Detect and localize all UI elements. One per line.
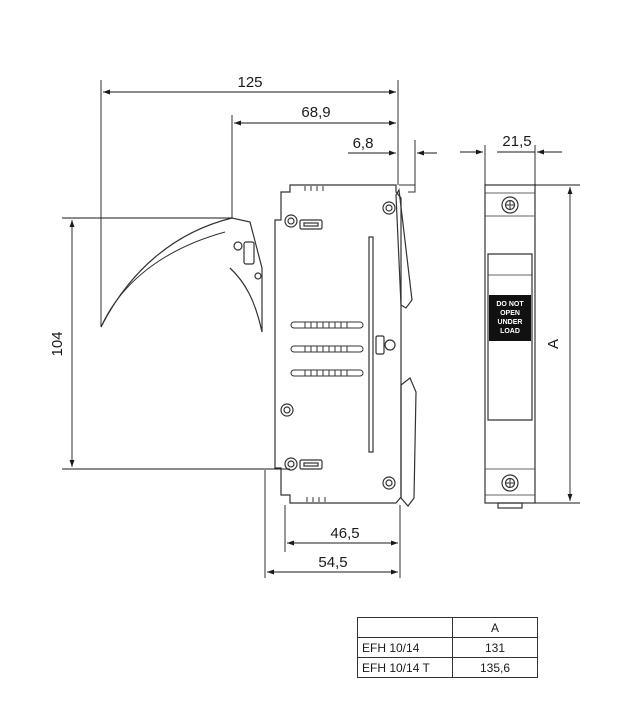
front-view — [484, 184, 536, 509]
handle-pivot — [233, 241, 262, 280]
dim-46-5: 46,5 — [330, 525, 359, 542]
table-cell-model: EFH 10/14 T — [357, 657, 453, 678]
warning-label — [489, 295, 531, 341]
closed-handle — [395, 188, 413, 309]
table-cell-value: 135,6 — [452, 657, 538, 678]
fuse-holder-body — [274, 184, 402, 504]
dim-6-8: 6,8 — [353, 135, 374, 152]
dim-68-9: 68,9 — [301, 104, 330, 121]
svg-text:OPEN: OPEN — [500, 310, 520, 317]
svg-text:UNDER: UNDER — [498, 319, 523, 326]
dim-54-5: 54,5 — [318, 554, 347, 571]
side-view — [100, 184, 417, 507]
table-row: EFH 10/14 131 — [357, 637, 538, 658]
terminal-screws — [280, 201, 396, 490]
table-header-cell: A — [452, 617, 538, 638]
table-row: EFH 10/14 T 135,6 — [357, 657, 538, 678]
table-cell-value: 131 — [452, 637, 538, 658]
svg-text:LOAD: LOAD — [500, 328, 520, 335]
din-rail-clip — [400, 377, 417, 507]
front-dimension-lines — [460, 145, 580, 504]
dimension-table: A EFH 10/14 131 EFH 10/14 T 135,6 — [357, 617, 538, 678]
indicator-slot — [368, 236, 374, 453]
front-body — [484, 184, 536, 504]
dim-104: 104 — [49, 331, 66, 356]
side-dimension-lines — [62, 80, 437, 578]
table-header-cell — [357, 617, 453, 638]
svg-text:DO NOT: DO NOT — [496, 301, 524, 308]
warning-text: DO NOT OPEN UNDER LOAD — [496, 301, 524, 335]
dim-125: 125 — [237, 74, 262, 91]
dim-a: A — [545, 339, 562, 349]
body-vents — [304, 186, 326, 502]
dim-21-5: 21,5 — [502, 133, 531, 150]
technical-drawing: DO NOT OPEN UNDER LOAD 125 68,9 6,8 21,5… — [49, 74, 580, 578]
side-grilles — [290, 321, 364, 377]
front-screws — [501, 196, 519, 492]
front-handle — [487, 253, 533, 421]
table-cell-model: EFH 10/14 — [357, 637, 453, 658]
open-handle-outline — [100, 217, 263, 333]
table-header-row: A — [357, 617, 538, 638]
